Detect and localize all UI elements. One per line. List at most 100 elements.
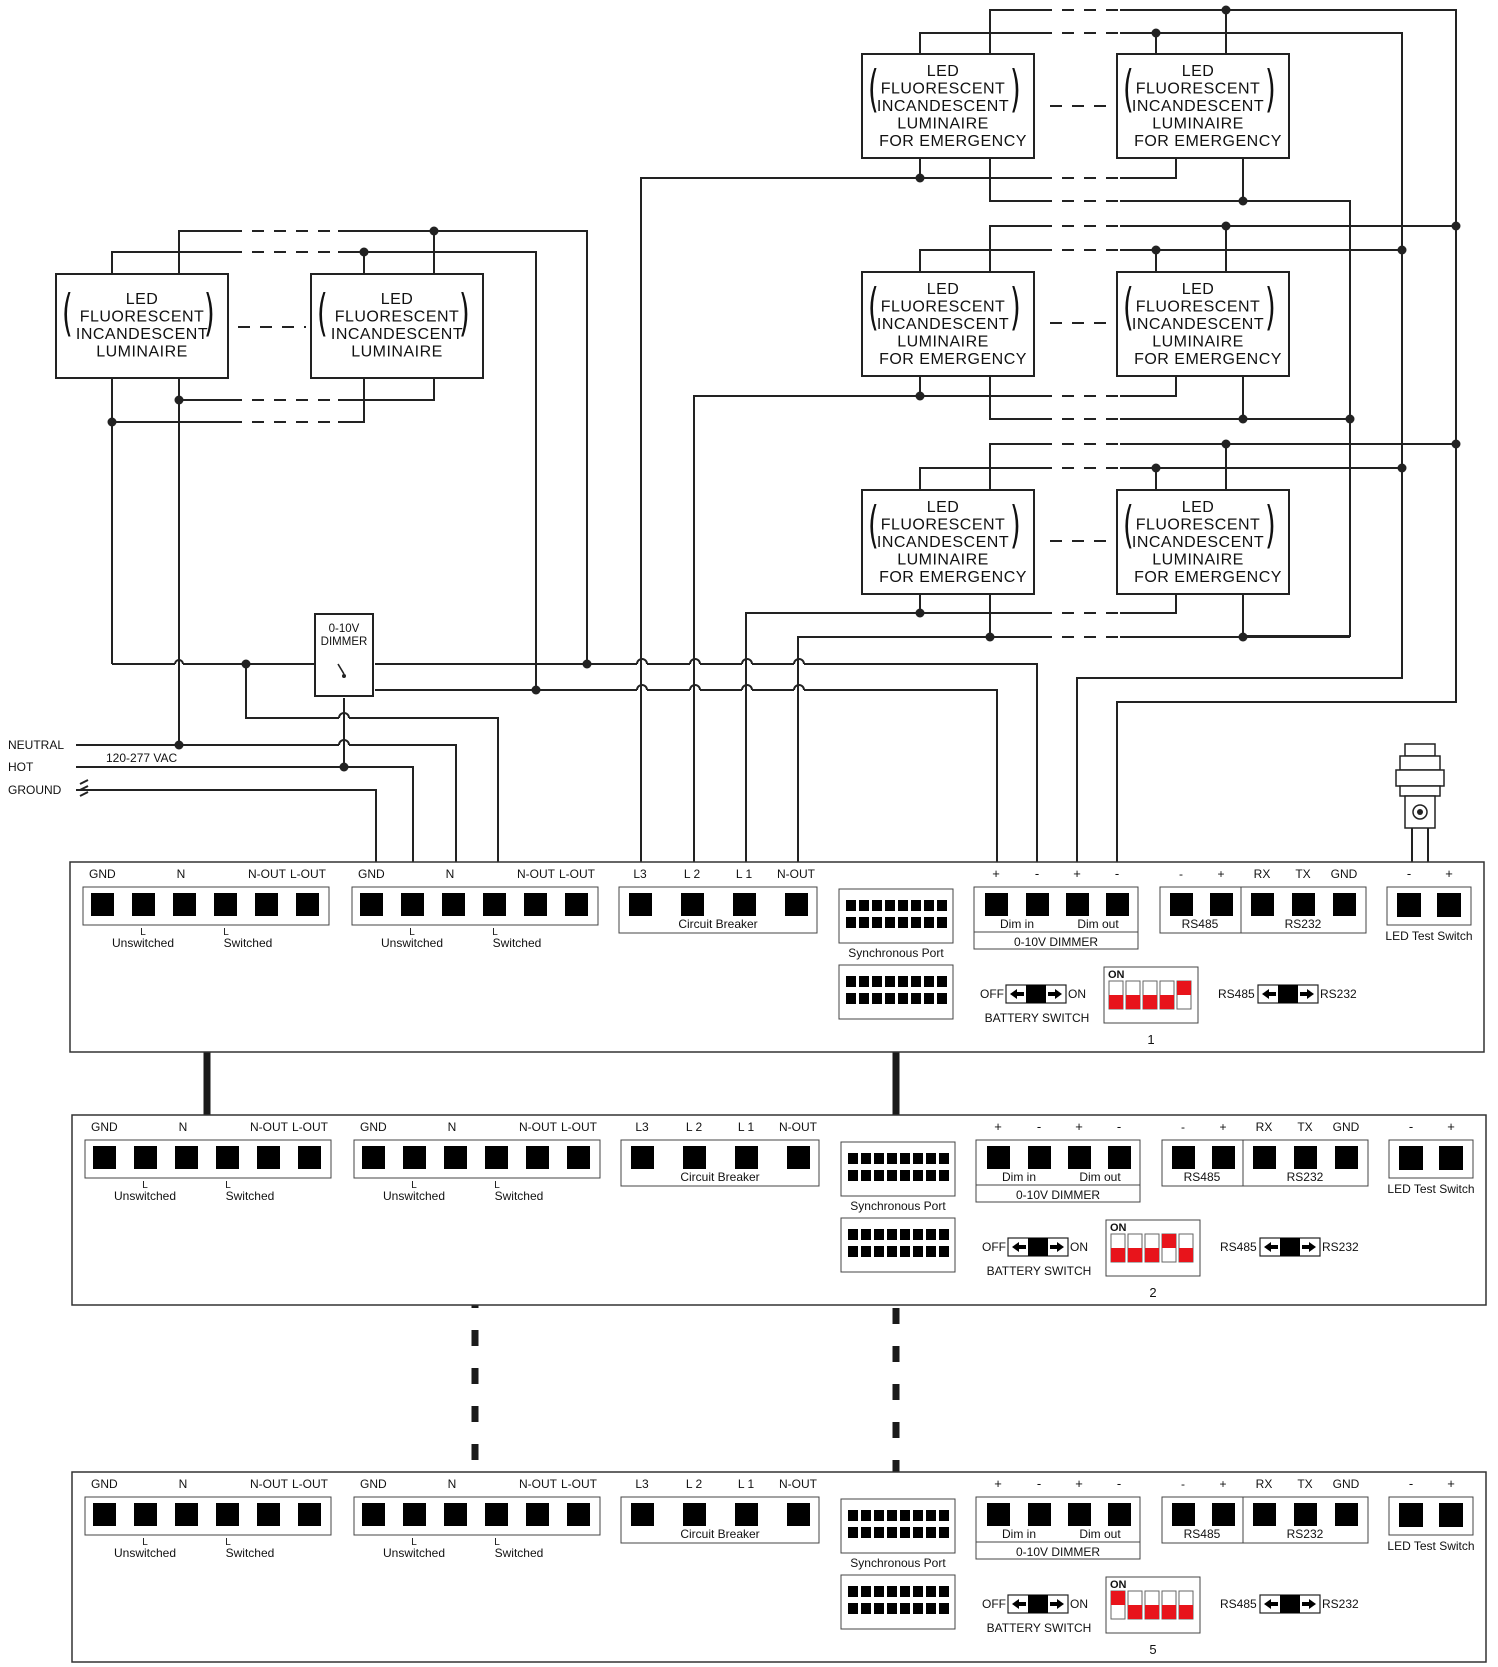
dim-terminal[interactable]	[1028, 1146, 1051, 1169]
terminal[interactable]	[298, 1503, 321, 1526]
dim-terminal[interactable]	[1068, 1503, 1091, 1526]
terminal[interactable]	[214, 893, 237, 916]
terminal[interactable]	[298, 1146, 321, 1169]
dip-switch[interactable]: ON5	[1105, 1576, 1201, 1657]
comm-terminal[interactable]	[1251, 893, 1274, 916]
comm-terminal[interactable]	[1253, 1503, 1276, 1526]
dim-terminal[interactable]	[1068, 1146, 1091, 1169]
sync-port-in[interactable]	[840, 1141, 956, 1197]
test-terminal[interactable]	[1439, 1503, 1463, 1527]
dim-terminal[interactable]	[987, 1503, 1010, 1526]
sync-port-out[interactable]	[838, 964, 954, 1020]
breaker-terminal[interactable]	[785, 893, 808, 916]
sync-port-in[interactable]	[840, 1498, 956, 1554]
terminal[interactable]	[296, 893, 319, 916]
breaker-terminal[interactable]	[631, 1146, 654, 1169]
terminal[interactable]	[403, 1146, 426, 1169]
terminal[interactable]	[257, 1146, 280, 1169]
test-terminal[interactable]	[1397, 893, 1421, 917]
selector-slider[interactable]	[1280, 1238, 1300, 1256]
terminal[interactable]	[91, 893, 114, 916]
terminal[interactable]	[93, 1146, 116, 1169]
battery-slider[interactable]	[1028, 1595, 1048, 1613]
dim-terminal[interactable]	[987, 1146, 1010, 1169]
terminal[interactable]	[255, 893, 278, 916]
test-terminal[interactable]	[1437, 893, 1461, 917]
dip-switch[interactable]: ON2	[1105, 1219, 1201, 1300]
breaker-terminal[interactable]	[683, 1146, 706, 1169]
sync-port-out[interactable]	[840, 1574, 956, 1630]
terminal[interactable]	[93, 1503, 116, 1526]
breaker-terminal[interactable]	[735, 1503, 758, 1526]
terminal[interactable]	[134, 1146, 157, 1169]
terminal[interactable]	[403, 1503, 426, 1526]
terminal[interactable]	[567, 1146, 590, 1169]
terminal[interactable]	[444, 1503, 467, 1526]
terminal[interactable]	[362, 1503, 385, 1526]
terminal[interactable]	[360, 893, 383, 916]
terminal[interactable]	[132, 893, 155, 916]
dim-terminal[interactable]	[1108, 1146, 1131, 1169]
terminal[interactable]	[134, 1503, 157, 1526]
terminal[interactable]	[485, 1146, 508, 1169]
selector-slider[interactable]	[1280, 1595, 1300, 1613]
breaker-terminal[interactable]	[787, 1503, 810, 1526]
terminal[interactable]	[362, 1146, 385, 1169]
dim-terminal[interactable]	[1066, 893, 1089, 916]
test-terminal[interactable]	[1439, 1146, 1463, 1170]
terminal[interactable]	[257, 1503, 280, 1526]
terminal[interactable]	[565, 893, 588, 916]
breaker-terminal[interactable]	[629, 893, 652, 916]
terminal[interactable]	[526, 1146, 549, 1169]
breaker-terminal[interactable]	[631, 1503, 654, 1526]
comm-terminal[interactable]	[1212, 1146, 1235, 1169]
terminal[interactable]	[485, 1503, 508, 1526]
comm-terminal[interactable]	[1294, 1146, 1317, 1169]
sync-port-out[interactable]	[840, 1217, 956, 1273]
terminal[interactable]	[175, 1146, 198, 1169]
comm-terminal[interactable]	[1170, 893, 1193, 916]
dim-terminal[interactable]	[985, 893, 1008, 916]
dip-switch[interactable]: ON1	[1103, 966, 1199, 1047]
terminal[interactable]	[483, 893, 506, 916]
battery-slider[interactable]	[1028, 1238, 1048, 1256]
terminal[interactable]	[524, 893, 547, 916]
selector-slider[interactable]	[1278, 985, 1298, 1003]
breaker-terminal[interactable]	[787, 1146, 810, 1169]
comm-terminal[interactable]	[1335, 1503, 1358, 1526]
breaker-terminal[interactable]	[735, 1146, 758, 1169]
test-terminal[interactable]	[1399, 1503, 1423, 1527]
breaker-terminal[interactable]	[681, 893, 704, 916]
terminal[interactable]	[175, 1503, 198, 1526]
breaker-terminal[interactable]	[683, 1503, 706, 1526]
dim-terminal[interactable]	[1108, 1503, 1131, 1526]
comm-terminal[interactable]	[1210, 893, 1233, 916]
comm-terminal[interactable]	[1172, 1146, 1195, 1169]
dim-terminal[interactable]	[1106, 893, 1129, 916]
terminal[interactable]	[216, 1503, 239, 1526]
comm-terminal[interactable]	[1253, 1146, 1276, 1169]
terminal[interactable]	[401, 893, 424, 916]
comm-terminal[interactable]	[1292, 893, 1315, 916]
battery-slider[interactable]	[1026, 985, 1046, 1003]
comm-terminal[interactable]	[1172, 1503, 1195, 1526]
breaker-terminal[interactable]	[733, 893, 756, 916]
comm-terminal[interactable]	[1333, 893, 1356, 916]
comm-terminal[interactable]	[1335, 1146, 1358, 1169]
sync-port-in[interactable]	[838, 888, 954, 944]
terminal[interactable]	[444, 1146, 467, 1169]
dim-terminal[interactable]	[1028, 1503, 1051, 1526]
comm-terminal[interactable]	[1294, 1503, 1317, 1526]
terminal[interactable]	[216, 1146, 239, 1169]
test-terminal[interactable]	[1399, 1146, 1423, 1170]
terminal[interactable]	[526, 1503, 549, 1526]
terminal[interactable]	[567, 1503, 590, 1526]
terminal[interactable]	[173, 893, 196, 916]
dim-terminal[interactable]	[1026, 893, 1049, 916]
terminal[interactable]	[442, 893, 465, 916]
